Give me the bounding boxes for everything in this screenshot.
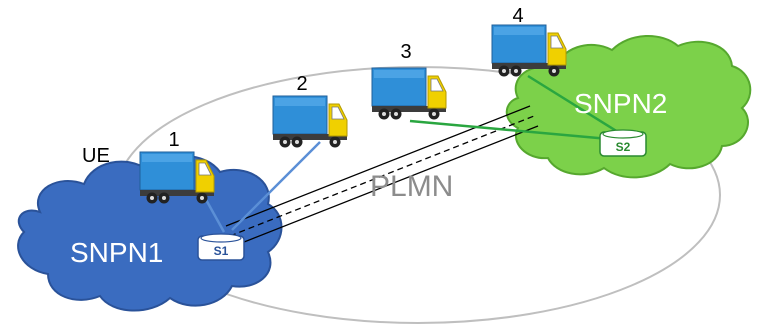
server-s2-label: S2 <box>616 140 631 154</box>
server-s2-icon: S2 <box>599 129 647 157</box>
server-s1-label: S1 <box>214 244 229 258</box>
ue-label: UE <box>82 145 110 167</box>
server-s1-icon: S1 <box>197 233 245 261</box>
truck-1-number: 1 <box>168 129 179 151</box>
truck-3-number: 3 <box>400 41 411 63</box>
truck-2-icon <box>272 95 348 148</box>
truck-4-icon <box>491 24 567 77</box>
truck-2-number: 2 <box>296 73 307 95</box>
truck-4-number: 4 <box>512 5 523 27</box>
backhaul-line-dashed <box>229 115 535 237</box>
backhaul-line-lower <box>233 125 539 247</box>
plmn-label: PLMN <box>370 170 453 203</box>
link-ue3-s2 <box>409 119 621 142</box>
link-ue1-s1 <box>202 195 226 233</box>
snpn1-label: SNPN1 <box>70 237 163 268</box>
snpn2-cloud <box>505 34 752 179</box>
link-ue2-s1 <box>231 141 321 231</box>
snpn1-cloud <box>17 155 283 312</box>
truck-3-icon <box>371 67 447 120</box>
snpn2-label: SNPN2 <box>574 88 667 119</box>
truck-1-icon <box>139 151 215 204</box>
backhaul-line-upper <box>225 105 531 227</box>
link-ue4-s2 <box>527 74 619 134</box>
